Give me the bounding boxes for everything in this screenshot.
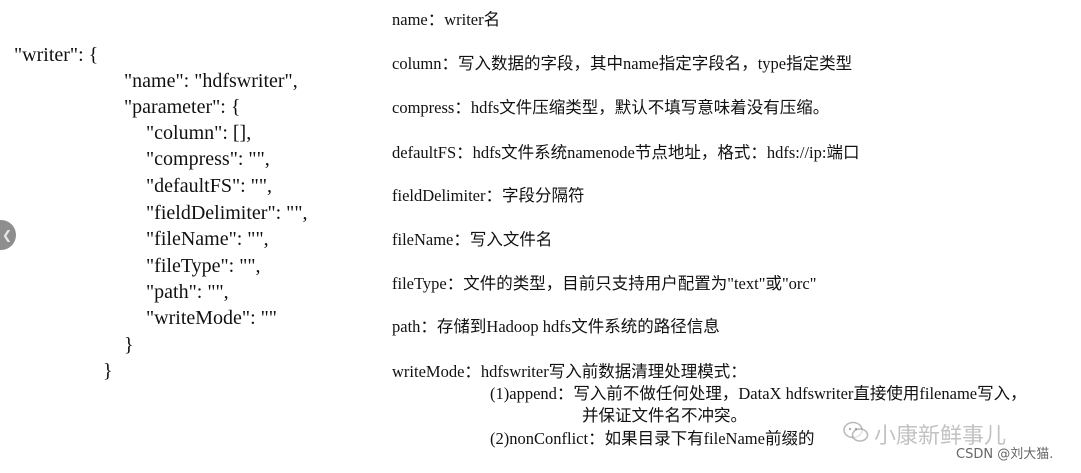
writemode-nonconflict: (2)nonConflict：如果目录下有fileName前缀的 bbox=[490, 429, 815, 448]
chevron-left-icon: ❮ bbox=[2, 228, 13, 242]
code-line: "writeMode": "" bbox=[146, 307, 277, 329]
writemode-append-cont: 并保证文件名不冲突。 bbox=[582, 406, 747, 425]
code-line: "writer": { bbox=[14, 44, 99, 66]
code-line: "fileName": "", bbox=[146, 228, 269, 250]
code-line: "column": [], bbox=[146, 122, 252, 144]
code-block: "writer": { "name": "hdfswriter", "param… bbox=[0, 0, 385, 473]
desc-path: path：存储到Hadoop hdfs文件系统的路径信息 bbox=[392, 317, 720, 336]
code-line: "parameter": { bbox=[124, 96, 241, 118]
code-line: "path": "", bbox=[146, 281, 229, 303]
code-line: "fieldDelimiter": "", bbox=[146, 202, 308, 224]
desc-compress: compress：hdfs文件压缩类型，默认不填写意味着没有压缩。 bbox=[392, 98, 830, 117]
wechat-watermark: 小康新鲜事儿 bbox=[874, 424, 1007, 449]
code-line: } bbox=[124, 334, 134, 356]
code-line: "compress": "", bbox=[146, 148, 270, 170]
description-list: name：writer名 column：写入数据的字段，其中name指定字段名，… bbox=[392, 0, 1081, 473]
desc-filetype: fileType：文件的类型，目前只支持用户配置为"text"或"orc" bbox=[392, 274, 817, 293]
csdn-watermark: CSDN @刘大猫. bbox=[956, 447, 1054, 462]
desc-filename: fileName：写入文件名 bbox=[392, 230, 553, 249]
code-line: "fileType": "", bbox=[146, 255, 261, 277]
code-line: } bbox=[103, 360, 113, 382]
writemode-append: (1)append：写入前不做任何处理，DataX hdfswriter直接使用… bbox=[490, 384, 1027, 403]
code-line: "defaultFS": "", bbox=[146, 175, 272, 197]
desc-column: column：写入数据的字段，其中name指定字段名，type指定类型 bbox=[392, 54, 853, 73]
desc-writemode: writeMode：hdfswriter写入前数据清理处理模式： bbox=[392, 362, 747, 381]
desc-fielddelimiter: fieldDelimiter：字段分隔符 bbox=[392, 186, 585, 205]
scroll-left-button[interactable]: ❮ bbox=[0, 220, 16, 250]
desc-defaultfs: defaultFS：hdfs文件系统namenode节点地址，格式：hdfs:/… bbox=[392, 143, 860, 162]
code-line: "name": "hdfswriter", bbox=[124, 70, 298, 92]
desc-name: name：writer名 bbox=[392, 10, 501, 29]
wechat-logo-icon bbox=[843, 421, 869, 442]
